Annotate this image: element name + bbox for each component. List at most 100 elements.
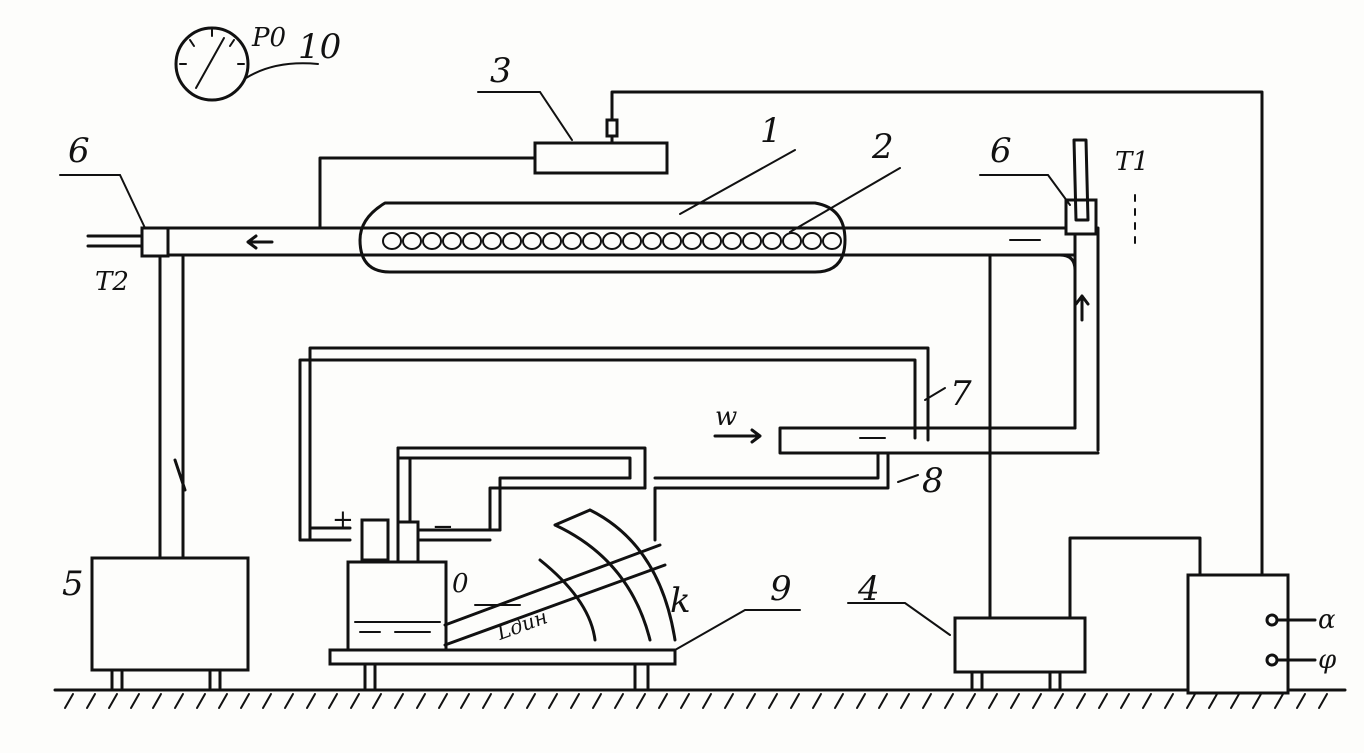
tube-particle [502, 232, 522, 250]
ground-hatch-mark [240, 693, 250, 709]
ground-hatch-mark [460, 693, 470, 709]
ground-hatch-mark [328, 693, 338, 709]
ground-hatch-mark [1098, 693, 1108, 709]
device-4 [847, 253, 1202, 690]
ground-hatch-mark [504, 693, 514, 709]
label-minus: − [432, 512, 454, 542]
label-phi: φ [1318, 645, 1337, 675]
label-k: k [670, 581, 691, 621]
label-t2: T2 [95, 267, 129, 297]
tube-particle [822, 232, 842, 250]
controller-3-wiring [318, 90, 1264, 577]
label-8: 8 [922, 461, 944, 501]
label-p0: P0 [251, 23, 286, 53]
tube-particle [442, 232, 462, 250]
label-9: 9 [770, 569, 792, 609]
ground-hatch-mark [218, 693, 228, 709]
ground-hatch-mark [1296, 693, 1306, 709]
ground-hatch-mark [152, 693, 162, 709]
ground-hatch-mark [966, 693, 976, 709]
ground-hatch-mark [262, 693, 272, 709]
ground-hatch-mark [108, 693, 118, 709]
tube-particle [702, 232, 722, 250]
tube-particle [542, 232, 562, 250]
ground-hatch-mark [1120, 693, 1130, 709]
tube-particle [722, 232, 742, 250]
ground-hatch-mark [394, 693, 404, 709]
ground-hatch-mark [614, 693, 624, 709]
ground-hatch-mark [856, 693, 866, 709]
label-10: 10 [298, 27, 341, 67]
label-6-left: 6 [68, 131, 90, 171]
label-zero: 0 [452, 569, 469, 599]
ground-hatch-mark [86, 693, 96, 709]
ground-hatch-mark [1142, 693, 1152, 709]
ground-hatch-mark [1054, 693, 1064, 709]
flow-meter [298, 346, 1100, 542]
label-plus: + [332, 505, 354, 535]
ground-hatch-mark [174, 693, 184, 709]
ground-hatch-mark [1186, 693, 1196, 709]
ground-hatch-mark [746, 693, 756, 709]
ground-hatch-mark [130, 693, 140, 709]
tube-particle [482, 232, 502, 250]
ground-hatch-mark [790, 693, 800, 709]
ground [53, 688, 1347, 709]
label-3: 3 [490, 51, 512, 91]
supply-pipe-right [843, 138, 1136, 452]
ground-hatch-mark [284, 693, 294, 709]
pressure-gauge-icon [174, 26, 319, 102]
tube-particle [762, 232, 782, 250]
label-2: 2 [871, 127, 894, 167]
tube-particle [402, 232, 422, 250]
ground-hatch-mark [812, 693, 822, 709]
ground-hatch-mark [834, 693, 844, 709]
tube-particle [462, 232, 482, 250]
ground-hatch-mark [64, 693, 74, 709]
tank-5 [90, 556, 250, 690]
tube-particle [642, 232, 662, 250]
label-t1: T1 [1115, 147, 1149, 177]
tube-particle [662, 232, 682, 250]
label-4: 4 [857, 569, 880, 609]
tube-particle [622, 232, 642, 250]
ground-hatch-mark [526, 693, 536, 709]
ground-hatch-mark [900, 693, 910, 709]
tube-particle [382, 232, 402, 250]
ground-hatch-mark [196, 693, 206, 709]
ground-hatch-mark [922, 693, 932, 709]
tube-particle [742, 232, 762, 250]
ground-hatch-mark [1274, 693, 1284, 709]
ground-hatch-mark [570, 693, 580, 709]
ground-hatch-mark [1318, 693, 1328, 709]
tube-particle [782, 232, 802, 250]
tube-particle [582, 232, 602, 250]
ground-hatch-mark [702, 693, 712, 709]
ground-hatch-mark [878, 693, 888, 709]
label-w: w [715, 402, 737, 432]
ground-hatch-mark [438, 693, 448, 709]
ground-hatch-mark [482, 693, 492, 709]
ground-hatch-mark [724, 693, 734, 709]
tube-particle [682, 232, 702, 250]
label-7: 7 [950, 374, 972, 414]
ground-hatch-mark [306, 693, 316, 709]
tube-particle [422, 232, 442, 250]
ground-hatch-mark [1208, 693, 1218, 709]
ground-hatch-mark [592, 693, 602, 709]
tube-particle [602, 232, 622, 250]
label-6-right: 6 [990, 131, 1012, 171]
tube-particle [802, 232, 822, 250]
ground-hatch-mark [1164, 693, 1174, 709]
ground-hatch-mark [372, 693, 382, 709]
return-pipe-left [59, 174, 185, 562]
ground-hatch-mark [1230, 693, 1240, 709]
label-5: 5 [62, 564, 84, 604]
ground-hatch-mark [1032, 693, 1042, 709]
tube-particle [562, 232, 582, 250]
tube-particle [522, 232, 542, 250]
ground-hatch-mark [350, 693, 360, 709]
output-cabinet [1186, 573, 1317, 695]
